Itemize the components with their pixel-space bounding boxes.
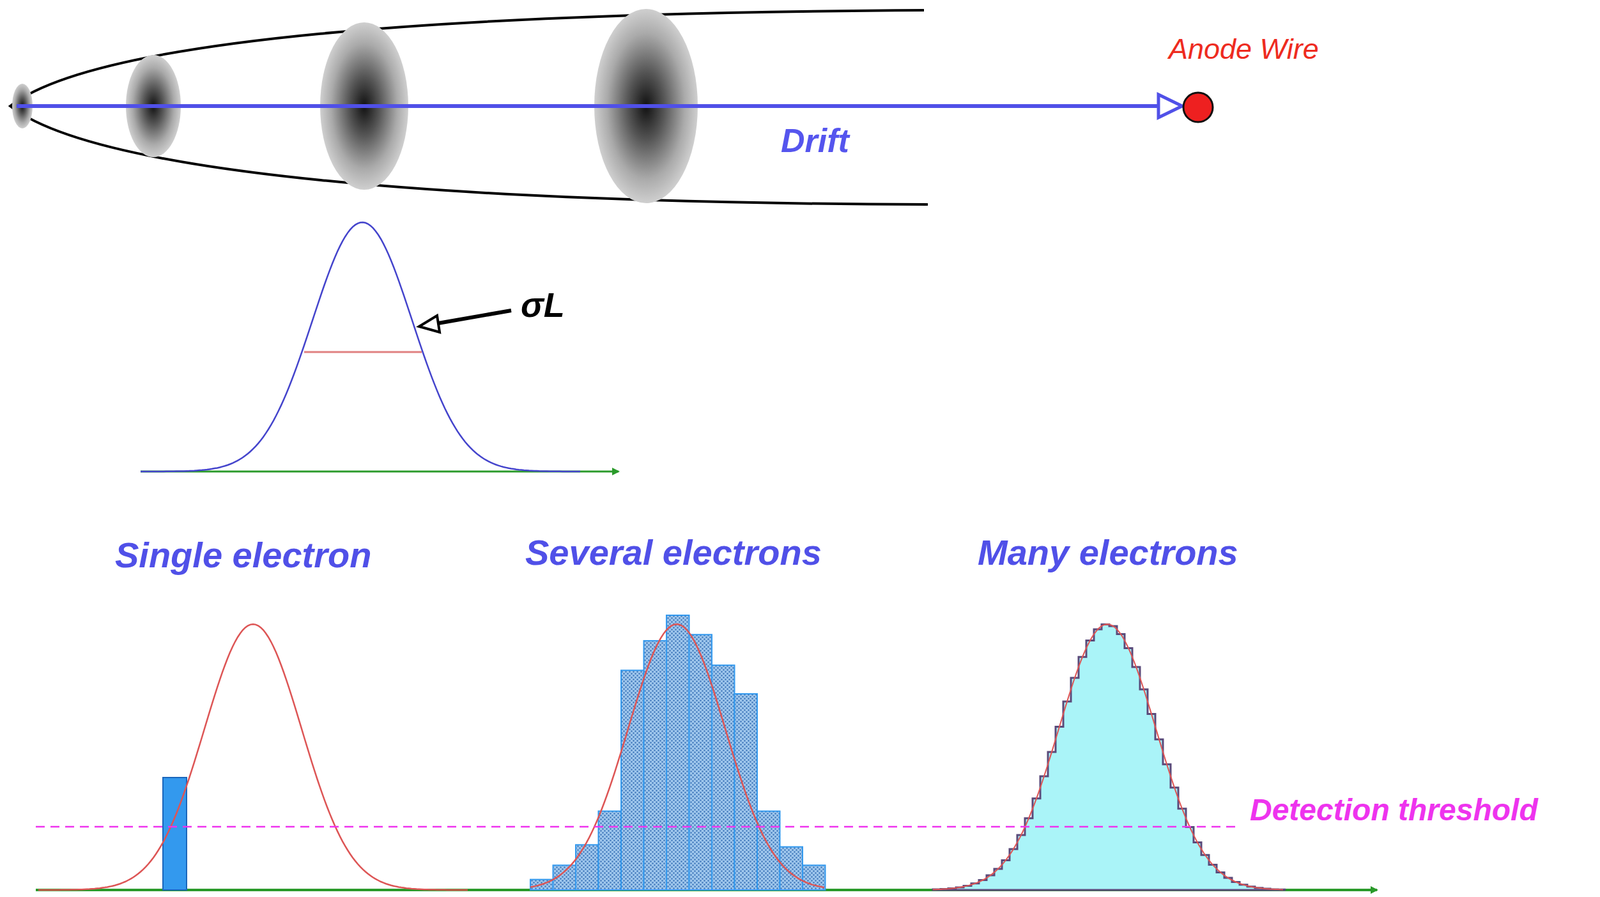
gaussian-curve bbox=[38, 624, 468, 891]
many-electrons-histogram bbox=[932, 624, 1286, 891]
gaussian-curve bbox=[140, 222, 581, 472]
gaussian-curve bbox=[530, 624, 825, 888]
histogram-bin bbox=[644, 640, 668, 891]
histogram-bin bbox=[780, 847, 804, 891]
histogram-bin bbox=[598, 811, 622, 891]
panel-title: Many electrons bbox=[977, 532, 1239, 573]
leader-line bbox=[434, 310, 512, 324]
threshold-label: Detection threshold bbox=[1249, 793, 1539, 828]
leader-arrowhead bbox=[419, 315, 440, 333]
several-electrons-histogram bbox=[530, 615, 826, 891]
histogram-bin bbox=[621, 670, 645, 891]
histogram-bin bbox=[666, 615, 690, 891]
panel-title: Several electrons bbox=[525, 532, 822, 573]
drift-label: Drift bbox=[780, 122, 850, 160]
anode-label: Anode Wire bbox=[1168, 33, 1319, 66]
histogram-bin bbox=[757, 811, 781, 891]
threshold-line bbox=[35, 826, 1240, 829]
histogram-bin bbox=[689, 634, 713, 891]
histogram-bin bbox=[711, 665, 735, 891]
drift-arrow bbox=[16, 104, 1160, 108]
anode-wire bbox=[1183, 92, 1213, 123]
width-line bbox=[304, 351, 422, 354]
histogram-bin bbox=[575, 844, 599, 891]
panel-title: Single electron bbox=[115, 535, 372, 576]
gaussian-curve bbox=[932, 624, 1284, 890]
sigma-label: σL bbox=[520, 286, 565, 324]
drift-arrowhead bbox=[1158, 94, 1183, 118]
